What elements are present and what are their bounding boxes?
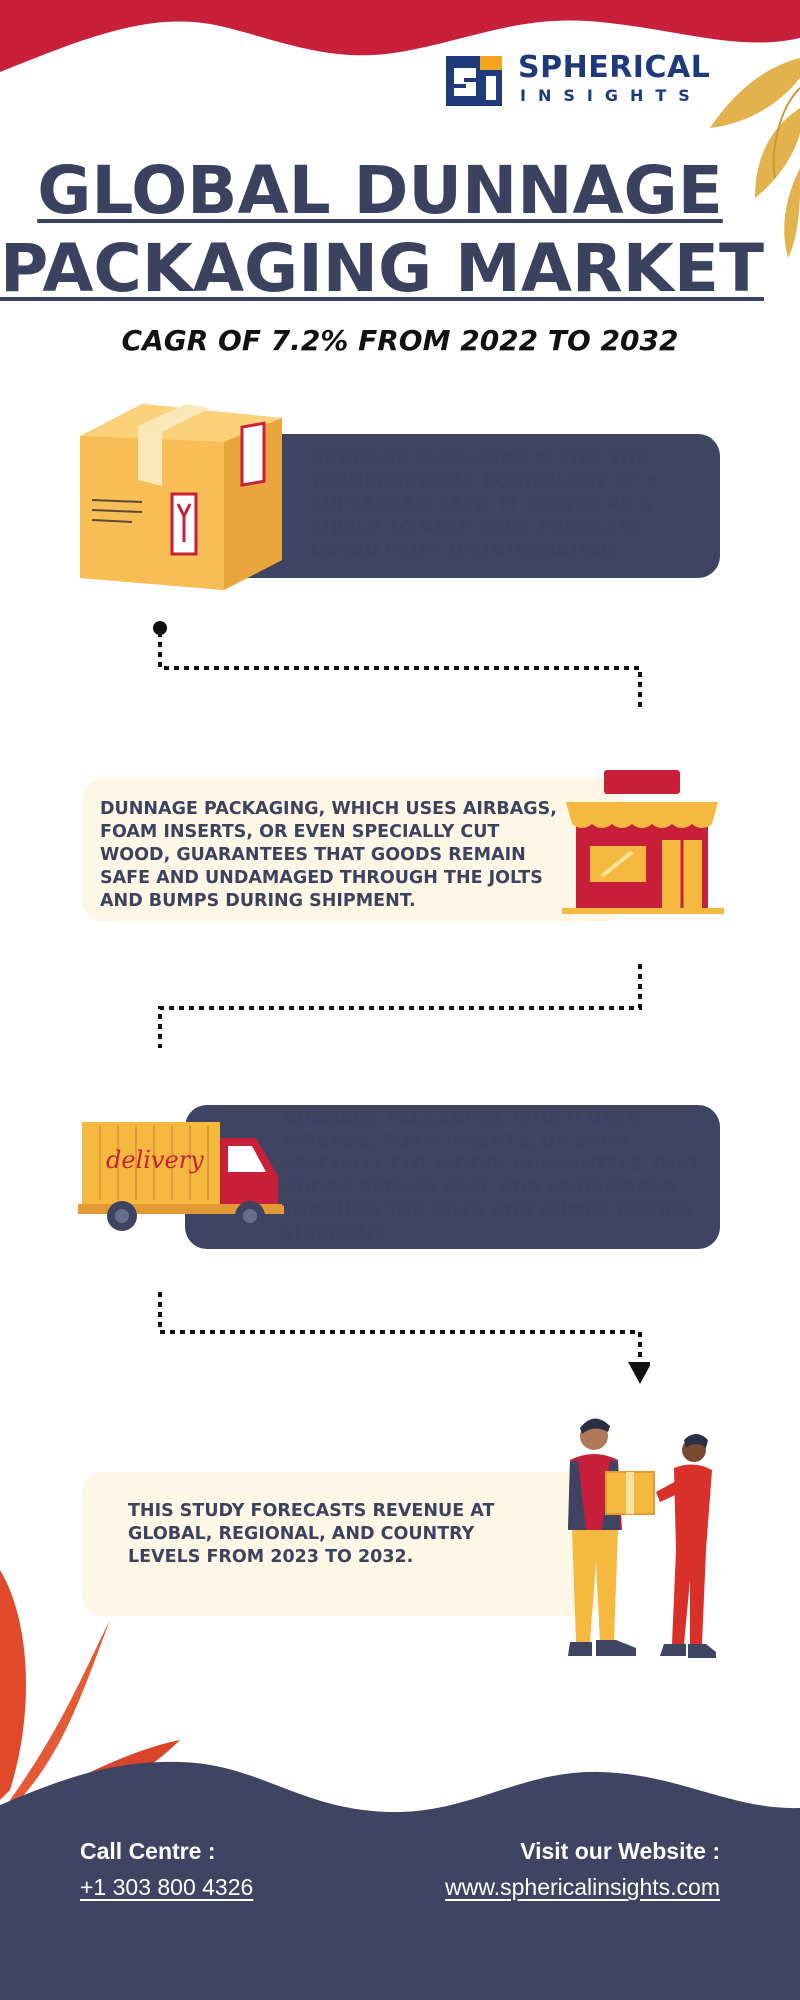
page-title-line2: PACKAGING MARKET	[0, 230, 764, 307]
truck-delivery-label: delivery	[106, 1146, 204, 1174]
page-title-line1: GLOBAL DUNNAGE	[37, 152, 723, 229]
info-card-2	[82, 778, 622, 922]
package-handover-icon	[568, 1418, 716, 1658]
top-wave-decoration	[0, 0, 800, 72]
website-link[interactable]: www.sphericalinsights.com	[445, 1874, 720, 1900]
dotted-connector-1	[153, 621, 642, 712]
info-card-1-text: DUNNAGE PACKAGING IS LIKE THE TRANSPORTA…	[310, 449, 659, 561]
cardboard-box-icon	[80, 404, 282, 590]
info-card-4-text: THIS STUDY FORECASTS REVENUE AT GLOBAL, …	[128, 1501, 495, 1567]
brand-logo[interactable]	[446, 52, 686, 112]
info-card-2-text: DUNNAGE PACKAGING, WHICH USES AIRBAGS, F…	[100, 799, 557, 911]
leaf-decoration-top-right	[710, 58, 800, 258]
dotted-connector-3	[158, 1292, 650, 1384]
info-card-1	[215, 434, 720, 578]
logo-wordmark-line1: SPHERICAL	[518, 50, 711, 85]
footer-wave-background	[0, 1761, 800, 2000]
delivery-truck-icon: delivery	[78, 1122, 284, 1231]
page-subtitle: CAGR OF 7.2% FROM 2022 TO 2032	[121, 324, 679, 357]
website-label: Visit our Website :	[520, 1838, 720, 1864]
logo-mark-icon	[446, 56, 502, 106]
logo-wordmark-line2: INSIGHTS	[520, 86, 702, 105]
info-card-3-text: DUNNAGE PACKAGING, WHICH USES AIRBAGS, F…	[282, 1109, 701, 1244]
dotted-connector-2	[158, 964, 642, 1048]
call-centre-label: Call Centre :	[80, 1838, 216, 1864]
call-centre-phone-link[interactable]: +1 303 800 4326	[80, 1874, 254, 1900]
store-icon	[562, 770, 724, 914]
info-card-4	[82, 1472, 602, 1616]
